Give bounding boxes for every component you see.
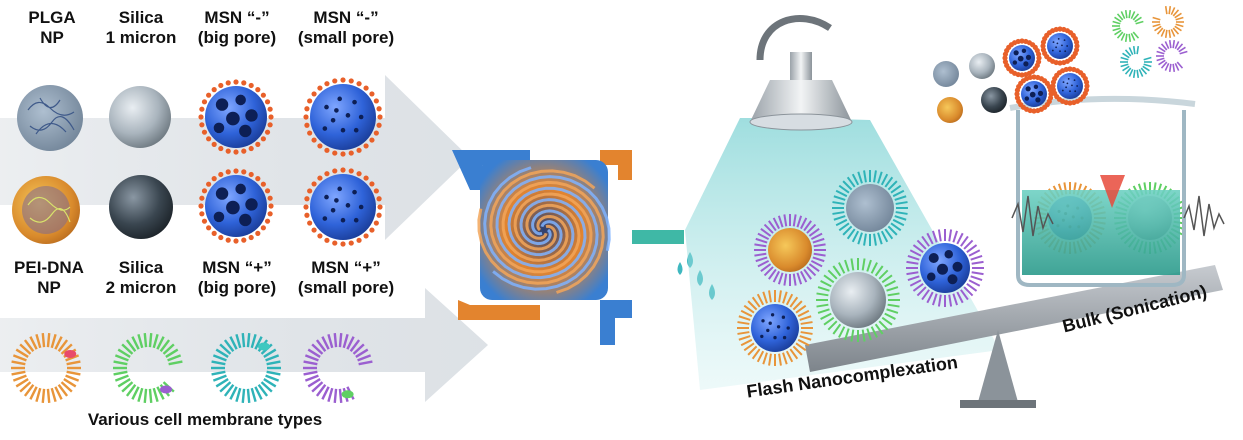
coated-particle xyxy=(754,214,826,286)
coated-particle xyxy=(906,229,984,307)
label-msn-negative-small-pore: MSN “-” (small pore) xyxy=(290,8,402,48)
small-msn xyxy=(1002,38,1041,77)
label-line1: Silica xyxy=(98,8,184,28)
sound-wave-right xyxy=(1184,196,1224,236)
small-silica xyxy=(969,53,995,79)
label-line2: (big pore) xyxy=(188,278,286,298)
label-silica-1-micron: Silica 1 micron xyxy=(98,8,184,48)
plga-np-particle xyxy=(17,85,83,151)
label-line1: MSN “+” xyxy=(290,258,402,278)
small-msn xyxy=(1040,26,1079,65)
silica-2-micron-particle xyxy=(109,175,173,239)
small-membrane xyxy=(1156,40,1187,72)
label-line2: (small pore) xyxy=(290,28,402,48)
label-line2: 1 micron xyxy=(98,28,184,48)
label-msn-positive-small-pore: MSN “+” (small pore) xyxy=(290,258,402,298)
label-plga-np: PLGA NP xyxy=(22,8,82,48)
pei-dna-np-particle xyxy=(12,176,80,244)
small-membrane xyxy=(1120,46,1152,78)
small-membrane xyxy=(1152,6,1184,38)
coated-particle xyxy=(737,290,813,366)
vortex-mixer xyxy=(452,150,632,345)
label-line1: MSN “-” xyxy=(188,8,286,28)
label-line1: PLGA xyxy=(22,8,82,28)
small-pei xyxy=(937,97,963,123)
label-line1: PEI-DNA xyxy=(8,258,90,278)
coated-particle xyxy=(832,170,908,246)
label-line2: (small pore) xyxy=(290,278,402,298)
label-line1: MSN “+” xyxy=(188,258,286,278)
label-line2: NP xyxy=(8,278,90,298)
silica-1-micron-particle xyxy=(109,86,171,148)
label-silica-2-micron: Silica 2 micron xyxy=(98,258,184,298)
membrane-caption: Various cell membrane types xyxy=(60,410,350,430)
label-line1: Silica xyxy=(98,258,184,278)
label-line2: (big pore) xyxy=(188,28,286,48)
beaker xyxy=(1010,99,1195,285)
label-msn-positive-big-pore: MSN “+” (big pore) xyxy=(188,258,286,298)
small-dark-silica xyxy=(981,87,1007,113)
label-pei-dna-np: PEI-DNA NP xyxy=(8,258,90,298)
small-membrane xyxy=(1112,10,1143,42)
outlet-tube xyxy=(632,230,684,244)
small-plga xyxy=(933,61,959,87)
label-msn-negative-big-pore: MSN “-” (big pore) xyxy=(188,8,286,48)
label-line2: NP xyxy=(22,28,82,48)
label-line1: MSN “-” xyxy=(290,8,402,28)
label-line2: 2 micron xyxy=(98,278,184,298)
lamp-icon xyxy=(750,52,852,130)
